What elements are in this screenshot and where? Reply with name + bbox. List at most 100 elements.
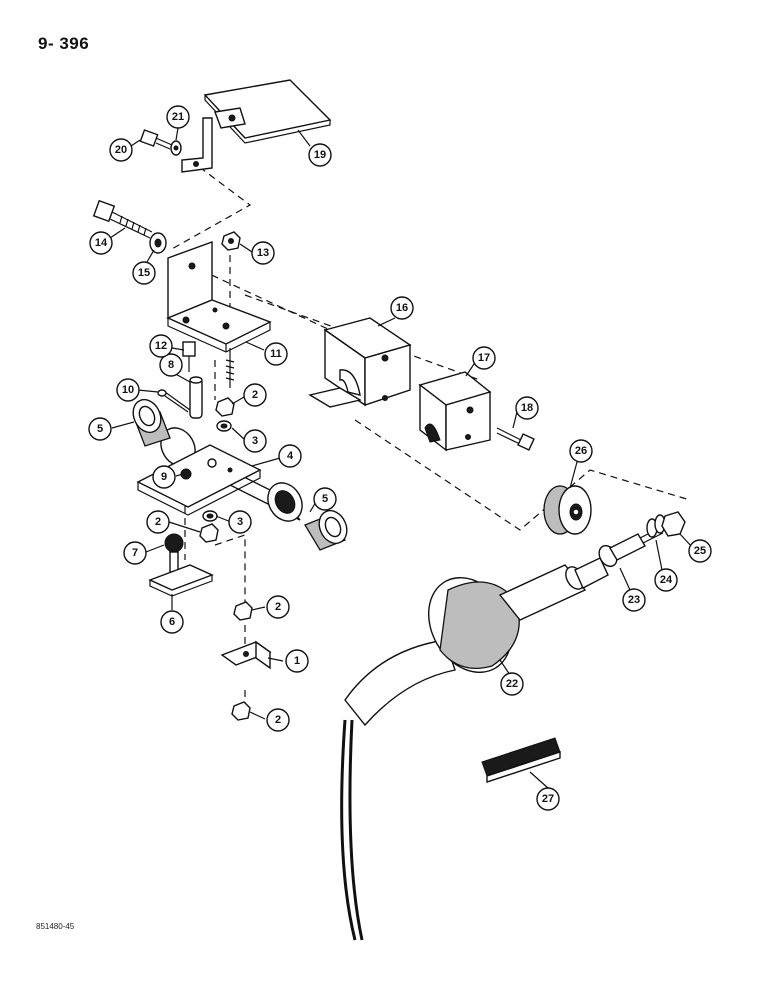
callout-2-a: 2 (243, 383, 267, 407)
svg-text:18: 18 (521, 402, 533, 414)
callout-15: 15 (132, 261, 156, 285)
part-6-base-plate (148, 564, 214, 597)
svg-text:21: 21 (172, 111, 184, 123)
part-19-switch-plate (181, 79, 332, 173)
callout-5-b: 5 (313, 487, 337, 511)
part-2-nut-lower-b (231, 701, 251, 721)
svg-text:3: 3 (252, 435, 258, 447)
part-2-nut-mid (199, 523, 219, 543)
callout-24: 24 (654, 568, 678, 592)
svg-text:14: 14 (95, 237, 108, 249)
part-5-bushing-right (304, 509, 348, 551)
part-8-pin (189, 376, 203, 419)
svg-text:20: 20 (115, 144, 127, 156)
part-14-bolt (92, 199, 153, 239)
leader-lines (109, 127, 694, 789)
callout-27: 27 (536, 787, 560, 811)
svg-text:23: 23 (628, 594, 640, 606)
callout-23: 23 (622, 588, 646, 612)
callout-8: 8 (159, 353, 183, 377)
svg-text:8: 8 (168, 359, 174, 371)
callout-11: 11 (264, 342, 288, 366)
svg-text:13: 13 (257, 247, 269, 259)
callout-14: 14 (89, 231, 113, 255)
part-21-washer (170, 140, 182, 156)
part-20-bolt (139, 129, 173, 150)
part-25-nut (661, 511, 686, 537)
svg-text:3: 3 (237, 516, 243, 528)
svg-text:2: 2 (252, 389, 258, 401)
svg-text:27: 27 (542, 793, 554, 805)
callout-2-c: 2 (266, 595, 290, 619)
svg-text:5: 5 (97, 423, 103, 435)
callout-19: 19 (308, 143, 332, 167)
part-15-washer (149, 232, 167, 254)
callout-1: 1 (285, 649, 309, 673)
svg-text:4: 4 (287, 450, 294, 462)
svg-text:25: 25 (694, 545, 706, 557)
part-7-knob (164, 533, 184, 573)
part-5-bushing-left (132, 398, 171, 447)
callout-26: 26 (569, 439, 593, 463)
part-18-cap-screw (496, 427, 535, 451)
callout-20: 20 (109, 138, 133, 162)
svg-text:2: 2 (155, 516, 161, 528)
svg-text:9: 9 (161, 471, 167, 483)
figure-code: 851480-45 (36, 922, 75, 931)
callout-5-a: 5 (88, 417, 112, 441)
part-22-handle (340, 564, 587, 941)
page-number: 9- 396 (38, 34, 90, 53)
callout-3-a: 3 (243, 429, 267, 453)
callout-22: 22 (500, 672, 524, 696)
part-4-pivot-tube (136, 427, 303, 522)
svg-text:7: 7 (132, 547, 138, 559)
callout-17: 17 (472, 346, 496, 370)
callout-21: 21 (166, 105, 190, 129)
svg-text:15: 15 (138, 267, 150, 279)
part-12-screw (182, 341, 196, 372)
part-11-angle-bracket (166, 241, 272, 353)
part-3-washer-lower (202, 510, 218, 522)
part-10-cotter-pin (157, 389, 191, 413)
callout-2-b: 2 (146, 510, 170, 534)
part-24-washers (646, 514, 666, 538)
part-1-small-bracket (220, 640, 272, 670)
part-26-roller (543, 485, 592, 535)
svg-text:5: 5 (322, 493, 328, 505)
part-23-shaft (574, 527, 664, 589)
part-2-nut-lower-a (233, 601, 253, 621)
svg-text:12: 12 (155, 340, 167, 352)
part-13-nut (221, 231, 241, 251)
callout-9: 9 (152, 465, 176, 489)
part-2-nut-upper (215, 397, 235, 417)
part-16-switch-housing (308, 317, 412, 408)
callout-4: 4 (278, 444, 302, 468)
part-3-washer-upper (216, 420, 232, 432)
callout-16: 16 (390, 296, 414, 320)
svg-text:6: 6 (169, 616, 175, 628)
svg-text:10: 10 (122, 384, 134, 396)
svg-text:19: 19 (314, 149, 326, 161)
callout-6: 6 (160, 610, 184, 634)
svg-text:17: 17 (478, 352, 490, 364)
callout-18: 18 (515, 396, 539, 420)
svg-text:2: 2 (275, 601, 281, 613)
svg-text:16: 16 (396, 302, 408, 314)
part-27-pad (481, 737, 561, 783)
callout-7: 7 (123, 541, 147, 565)
part-17-switch-block (418, 371, 492, 452)
svg-text:11: 11 (270, 348, 282, 360)
svg-text:22: 22 (506, 678, 518, 690)
callout-12: 12 (149, 334, 173, 358)
svg-text:1: 1 (294, 655, 300, 667)
callout-25: 25 (688, 539, 712, 563)
callout-2-d: 2 (266, 708, 290, 732)
svg-text:24: 24 (660, 574, 673, 586)
bracket-stud (225, 348, 235, 388)
callout-10: 10 (116, 378, 140, 402)
svg-text:2: 2 (275, 714, 281, 726)
svg-text:26: 26 (575, 445, 587, 457)
callout-3-b: 3 (228, 510, 252, 534)
callout-13: 13 (251, 241, 275, 265)
